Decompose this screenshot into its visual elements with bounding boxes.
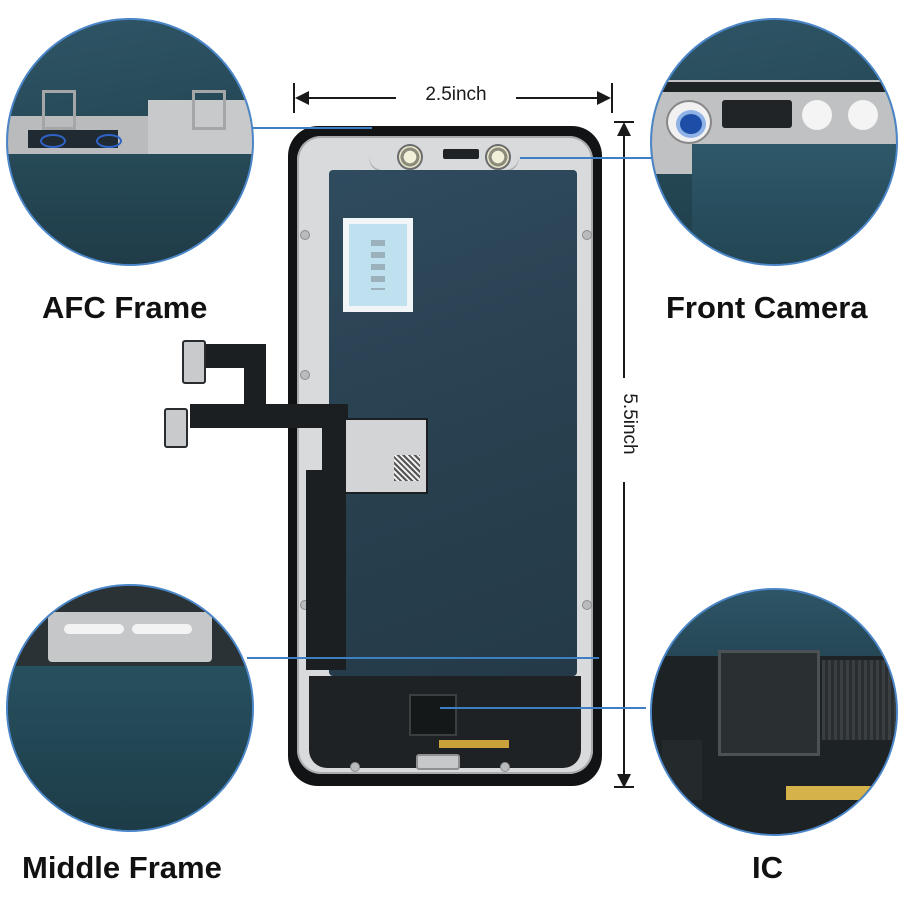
height-arrow-down (617, 774, 631, 788)
zoom-afc-frame (6, 18, 254, 266)
panel-sticker (343, 218, 413, 312)
leader-front-camera (520, 157, 652, 159)
leader-ic (440, 707, 646, 709)
width-tick-right (611, 83, 613, 113)
width-tick-left (293, 83, 295, 113)
front-camera-ring-left (397, 144, 423, 170)
screw (582, 600, 592, 610)
height-label: 5.5inch (617, 379, 641, 469)
qr-label (394, 455, 420, 481)
caption-afc-frame: AFC Frame (42, 290, 208, 325)
bottom-tab (416, 754, 460, 770)
leader-afc-frame (252, 127, 372, 129)
display-panel (329, 170, 577, 676)
screw (500, 762, 510, 772)
width-label: 2.5inch (396, 84, 516, 106)
screw (300, 370, 310, 380)
leader-middle-frame (247, 657, 599, 659)
flex-cable (306, 470, 346, 670)
caption-ic: IC (752, 850, 783, 885)
metal-frame (297, 136, 593, 774)
top-notch (369, 138, 519, 172)
zoom-front-camera (650, 18, 898, 266)
flex-cable (244, 344, 266, 414)
caption-front-camera: Front Camera (666, 290, 868, 325)
flex-cable (190, 404, 340, 428)
front-camera-ring-right (485, 144, 511, 170)
screw (350, 762, 360, 772)
bottom-board-area (309, 676, 581, 768)
zoom-ic (650, 588, 898, 836)
height-line-top (623, 130, 625, 378)
earpiece-slot (443, 149, 479, 159)
width-line-right (510, 97, 606, 99)
flex-connector (182, 340, 206, 384)
screw (300, 230, 310, 240)
width-arrow-left (295, 91, 309, 105)
height-arrow-up (617, 122, 631, 136)
caption-middle-frame: Middle Frame (22, 850, 222, 885)
gold-contacts (439, 740, 509, 748)
width-arrow-right (597, 91, 611, 105)
zoom-middle-frame (6, 584, 254, 832)
width-line-left (300, 97, 398, 99)
flex-connector (164, 408, 188, 448)
ic-chip (409, 694, 457, 736)
height-line-bottom (623, 482, 625, 780)
lcd-screen-assembly (288, 126, 602, 786)
screw (582, 230, 592, 240)
